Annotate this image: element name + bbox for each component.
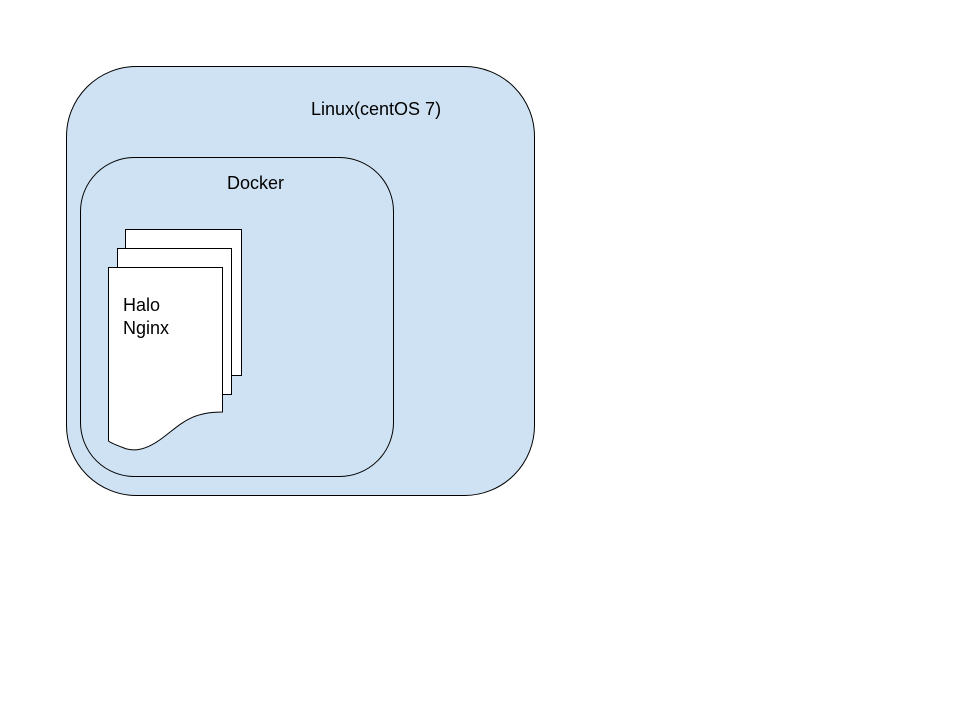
document-line-2: Nginx	[123, 318, 169, 338]
linux-host-label: Linux(centOS 7)	[311, 99, 441, 119]
multi-document-icon	[108, 229, 242, 451]
document-page-front	[108, 267, 223, 451]
document-line-1: Halo	[123, 295, 160, 315]
docker-label: Docker	[227, 173, 284, 193]
